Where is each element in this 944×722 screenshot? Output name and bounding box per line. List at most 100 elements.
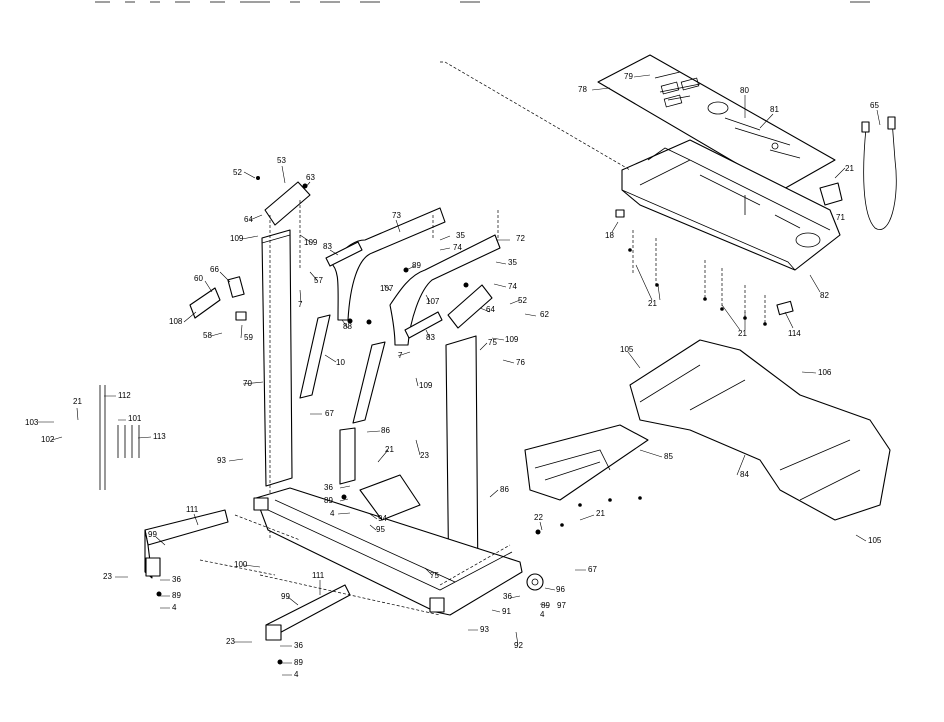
label-21e: 21 (385, 445, 394, 454)
label-106a: 106 (818, 368, 832, 377)
label-66: 66 (210, 265, 219, 274)
label-76: 76 (516, 358, 525, 367)
label-4c: 4 (540, 610, 545, 619)
label-57: 57 (314, 276, 323, 285)
part-labels: 78 79 80 81 65 21 71 18 82 21 21 114 52 … (25, 72, 882, 679)
label-59: 59 (244, 333, 253, 342)
console-base (621, 139, 841, 271)
label-111b: 111 (312, 571, 325, 580)
label-91: 91 (502, 607, 511, 616)
label-72: 72 (516, 234, 525, 243)
label-107b: 107 (426, 297, 440, 306)
label-89b: 89 (324, 496, 333, 505)
label-35a: 35 (456, 231, 465, 240)
label-75b: 75 (430, 571, 439, 580)
label-71: 71 (836, 213, 845, 222)
console-overlay (597, 54, 836, 191)
label-21d: 21 (73, 397, 82, 406)
label-74b: 74 (508, 282, 517, 291)
label-89c: 89 (172, 591, 181, 600)
label-107a: 107 (380, 284, 394, 293)
label-65: 65 (870, 101, 879, 110)
label-95: 95 (376, 525, 385, 534)
label-64a: 64 (244, 215, 253, 224)
label-113: 113 (153, 432, 166, 441)
label-63: 63 (306, 173, 315, 182)
label-4b: 4 (172, 603, 177, 612)
label-80: 80 (740, 86, 749, 95)
label-22: 22 (534, 513, 543, 522)
label-10: 10 (336, 358, 345, 367)
label-53: 53 (277, 156, 286, 165)
label-94: 94 (378, 514, 387, 523)
label-108: 108 (169, 317, 183, 326)
label-67b: 67 (588, 565, 597, 574)
label-52a: 52 (233, 168, 242, 177)
label-64b: 64 (486, 305, 495, 314)
label-100: 100 (234, 560, 248, 569)
upright-frame (189, 181, 501, 599)
label-99b: 99 (281, 592, 290, 601)
label-67a: 67 (325, 409, 334, 418)
label-58: 58 (203, 331, 212, 340)
label-93: 93 (217, 456, 226, 465)
label-85: 85 (664, 452, 673, 461)
label-88: 88 (343, 322, 352, 331)
label-18: 18 (605, 231, 614, 240)
label-92: 92 (514, 641, 523, 650)
label-60: 60 (194, 274, 203, 283)
label-36b: 36 (172, 575, 181, 584)
label-74a: 74 (453, 243, 462, 252)
label-89a: 89 (412, 261, 421, 270)
fasteners (156, 176, 767, 665)
label-78: 78 (578, 85, 587, 94)
label-7b: 7 (398, 351, 403, 360)
label-114: 114 (788, 329, 801, 338)
label-36a: 36 (324, 483, 333, 492)
label-103: 103 (25, 418, 39, 427)
label-86b: 86 (500, 485, 509, 494)
label-89e: 89 (294, 658, 303, 667)
label-7a: 7 (298, 300, 303, 309)
label-111a: 111 (186, 505, 199, 514)
label-35b: 35 (508, 258, 517, 267)
label-93b: 93 (480, 625, 489, 634)
label-21f: 21 (596, 509, 605, 518)
label-23a: 23 (420, 451, 429, 460)
label-62: 62 (540, 310, 549, 319)
label-73: 73 (392, 211, 401, 220)
base-frame (99, 339, 891, 641)
label-21a: 21 (845, 164, 854, 173)
leader-lines (38, 74, 881, 676)
label-101: 101 (128, 414, 142, 423)
label-4a: 4 (330, 509, 335, 518)
label-82: 82 (820, 291, 829, 300)
label-96: 96 (556, 585, 565, 594)
label-84: 84 (740, 470, 749, 479)
label-86: 86 (381, 426, 390, 435)
label-99a: 99 (148, 530, 157, 539)
label-102: 102 (41, 435, 55, 444)
label-36c: 36 (503, 592, 512, 601)
label-83a: 83 (323, 242, 332, 251)
label-109a: 109 (230, 234, 244, 243)
label-4d: 4 (294, 670, 299, 679)
label-21b: 21 (648, 299, 657, 308)
label-23b: 23 (103, 572, 112, 581)
label-109c: 109 (505, 335, 519, 344)
label-36d: 36 (294, 641, 303, 650)
label-23c: 23 (226, 637, 235, 646)
label-52b: 52 (518, 296, 527, 305)
label-97: 97 (557, 601, 566, 610)
label-79: 79 (624, 72, 633, 81)
console-assembly (440, 54, 897, 325)
label-83b: 83 (426, 333, 435, 342)
label-105a: 105 (620, 345, 634, 354)
label-75a: 75 (488, 338, 497, 347)
label-81: 81 (770, 105, 779, 114)
label-112: 112 (118, 391, 131, 400)
label-21c: 21 (738, 329, 747, 338)
label-109d: 109 (419, 381, 433, 390)
label-105b: 105 (868, 536, 882, 545)
